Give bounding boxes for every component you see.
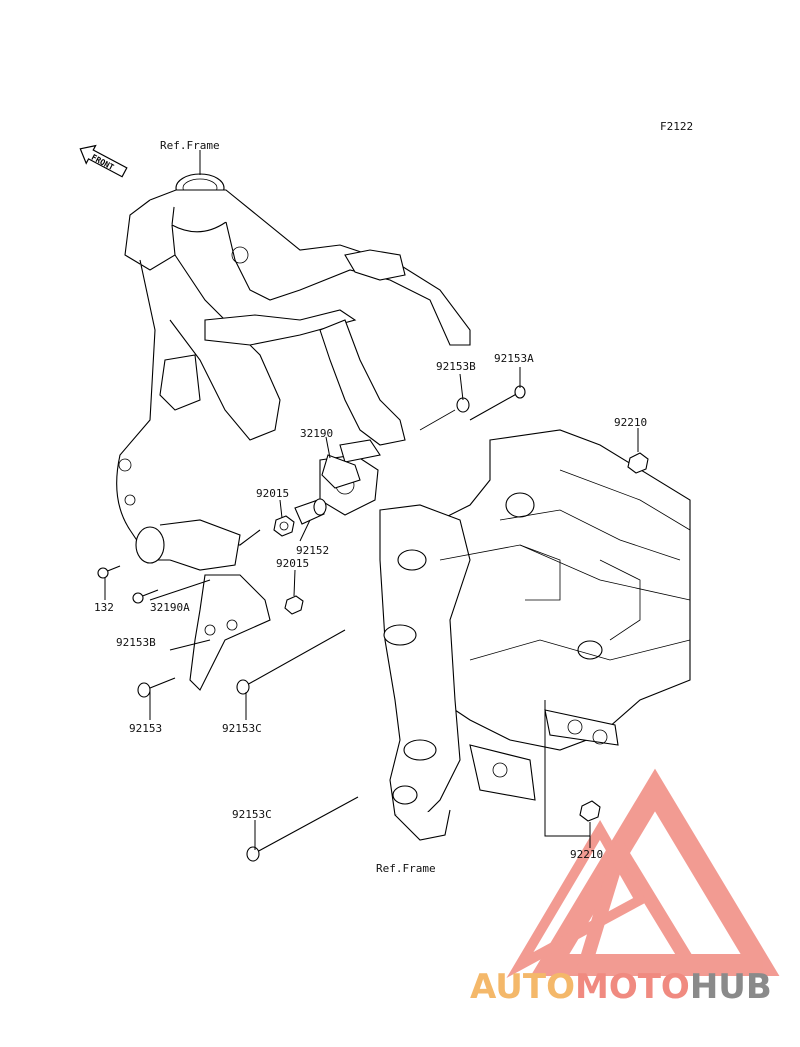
- label-92015-b: 92015: [276, 557, 309, 570]
- label-32190A: 32190A: [150, 601, 190, 614]
- watermark-text: AUTOMOTOHUB: [470, 967, 772, 1007]
- label-132: 132: [94, 601, 114, 614]
- watermark-part-moto: MOTO: [575, 967, 690, 1007]
- front-arrow-icon: FRONT: [79, 144, 128, 178]
- bolt-92153C-bottom: [246, 796, 359, 862]
- ref-frame-top-label: Ref.Frame: [160, 139, 220, 152]
- nut-92015-a: [273, 515, 295, 537]
- label-92153C-mid: 92153C: [222, 722, 262, 735]
- nut-92210-bottom: [579, 800, 601, 822]
- ref-frame-bottom-label: Ref.Frame: [376, 862, 436, 875]
- bolt-32190A: [132, 589, 159, 604]
- label-92153C-bottom: 92153C: [232, 808, 272, 821]
- label-92015-a: 92015: [256, 487, 289, 500]
- watermark-logo: [506, 768, 780, 979]
- label-92153B-top: 92153B: [436, 360, 476, 373]
- bolt-132: [97, 565, 121, 579]
- nut-92210-top: [627, 452, 649, 474]
- spacer-92152: [294, 498, 327, 525]
- watermark-part-auto: AUTO: [470, 967, 575, 1007]
- upper-frame-drawing: [116, 173, 471, 571]
- bolt-92153A: [469, 385, 526, 421]
- label-92210-top: 92210: [614, 416, 647, 429]
- nut-92015-b: [284, 595, 304, 615]
- engine-drawing: [379, 429, 691, 841]
- watermark-part-hub: HUB: [690, 967, 772, 1007]
- bolt-92153C-mid: [236, 629, 346, 695]
- label-92153: 92153: [129, 722, 162, 735]
- bolt-92153B-top: [419, 397, 470, 431]
- collar-32190: [321, 454, 361, 489]
- bracket-32190A: [189, 574, 271, 691]
- bolt-92153: [137, 677, 176, 698]
- label-32190: 32190: [300, 427, 333, 440]
- label-92153A: 92153A: [494, 352, 534, 365]
- label-92153B-left: 92153B: [116, 636, 156, 649]
- label-92152: 92152: [296, 544, 329, 557]
- label-92210-bottom: 92210: [570, 848, 603, 861]
- leader-lines: [104, 150, 639, 850]
- figure-code: F2122: [660, 120, 693, 133]
